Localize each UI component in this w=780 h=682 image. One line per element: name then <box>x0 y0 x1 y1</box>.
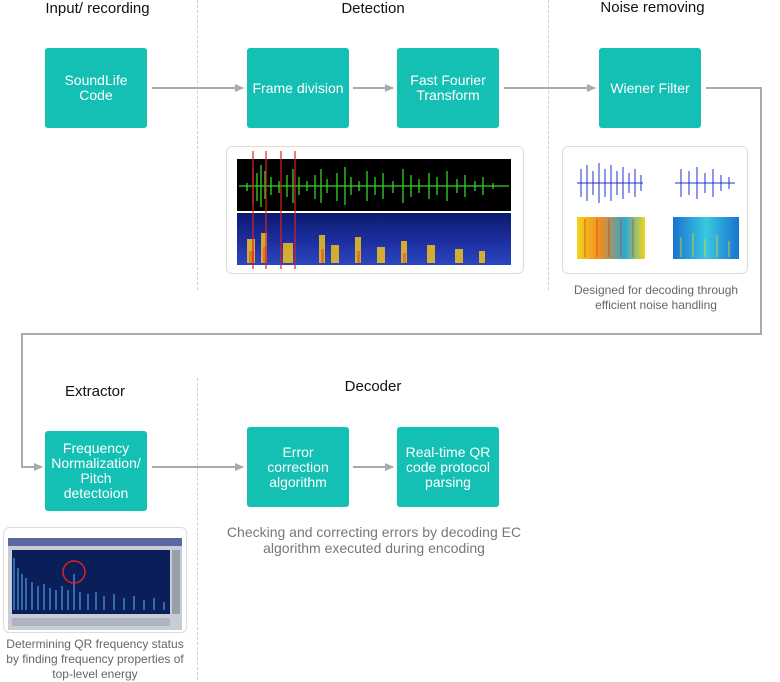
box-wiener-label: Wiener Filter <box>610 79 690 96</box>
box-frame-label: Frame division <box>252 79 344 96</box>
spectrogram-panel <box>237 213 511 265</box>
analyzer-scale <box>172 550 180 614</box>
arrow-wiener-frequency <box>21 87 762 471</box>
clean-spectrogram <box>673 217 739 259</box>
divider-2 <box>548 0 549 290</box>
section-noise-removing: Noise removing <box>600 0 705 16</box>
section-decoder: Decoder <box>344 378 402 395</box>
clean-waveform <box>675 167 735 199</box>
decoder-caption: Checking and correcting errors by decodi… <box>226 524 522 556</box>
waveform-trace <box>239 165 509 207</box>
frame-markers <box>252 151 296 269</box>
box-soundlife-code: SoundLife Code <box>45 48 147 128</box>
divider-3 <box>197 378 198 680</box>
analyzer-controls <box>12 618 170 626</box>
noise-figure <box>562 146 748 274</box>
box-soundlife-label: SoundLife Code <box>64 72 128 103</box>
peak-highlight <box>62 560 86 584</box>
extractor-figure <box>3 527 187 633</box>
divider-1 <box>197 0 198 290</box>
box-wiener-filter: Wiener Filter <box>599 48 701 128</box>
section-detection: Detection <box>341 0 405 17</box>
noisy-waveform <box>577 163 643 203</box>
detection-figure <box>226 146 524 274</box>
box-qr-parsing: Real-time QR code protocol parsing <box>397 427 499 507</box>
section-input: Input/ recording <box>45 0 150 17</box>
spectrum-trace <box>13 558 165 610</box>
box-frequency-label: Frequency Normalization/ Pitch detectoio… <box>51 440 141 501</box>
analyzer-titlebar <box>8 538 182 546</box>
box-error-correction: Error correction algorithm <box>247 427 349 507</box>
box-frequency-normalization: Frequency Normalization/ Pitch detectoio… <box>45 431 147 511</box>
noisy-spectrogram <box>577 217 645 259</box>
box-qr-label: Real-time QR code protocol parsing <box>405 443 491 490</box>
box-frame-division: Frame division <box>247 48 349 128</box>
analyzer-plot <box>12 550 170 614</box>
waveform-panel <box>237 159 511 211</box>
box-fft: Fast Fourier Transform <box>397 48 499 128</box>
box-fft-label: Fast Fourier Transform <box>410 72 486 103</box>
box-error-label: Error correction algorithm <box>267 443 329 490</box>
section-extractor: Extractor <box>64 383 125 400</box>
noise-caption: Designed for decoding through efficient … <box>573 283 739 312</box>
extractor-caption: Determining QR frequency status by findi… <box>6 637 184 681</box>
